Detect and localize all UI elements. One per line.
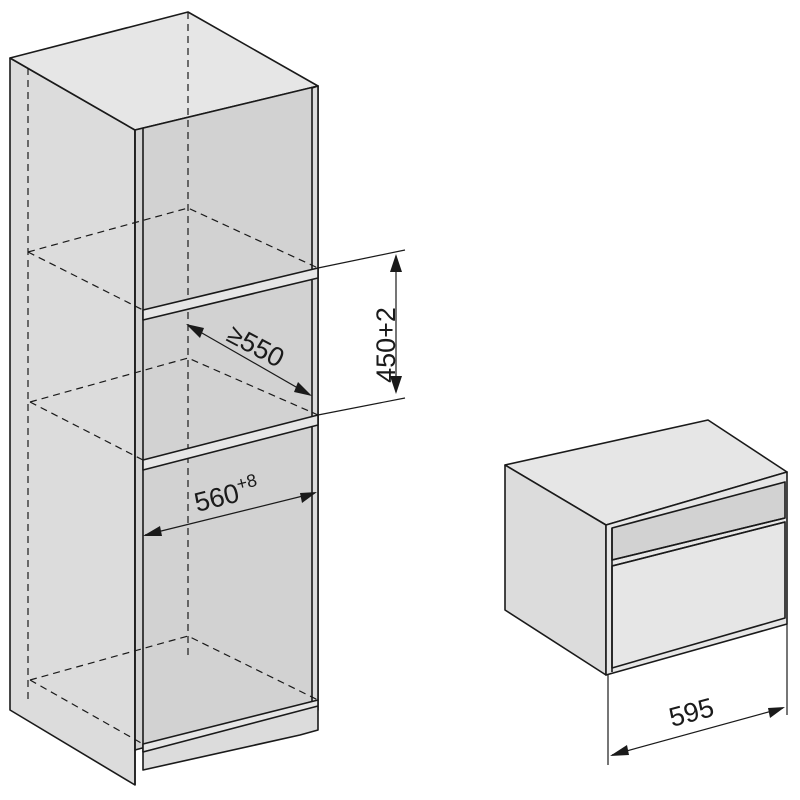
tall-cabinet bbox=[9, 11, 319, 786]
cabinet-right-edge bbox=[311, 85, 319, 708]
oven-appliance bbox=[504, 419, 788, 676]
upper-shelf bbox=[27, 207, 319, 321]
cabinet-back-wall bbox=[134, 85, 319, 751]
appliance-width-label: 595 bbox=[666, 692, 717, 733]
niche-height-dimension: 450+2 bbox=[371, 254, 402, 394]
niche-floor-shelf bbox=[29, 357, 319, 471]
niche-width-dimension: 560+8 bbox=[143, 470, 317, 536]
niche-width-tolerance: +8 bbox=[234, 470, 259, 494]
cabinet-plinth bbox=[142, 705, 319, 771]
niche-height-label: 450+2 bbox=[371, 307, 401, 383]
cabinet-left-side bbox=[9, 57, 136, 786]
